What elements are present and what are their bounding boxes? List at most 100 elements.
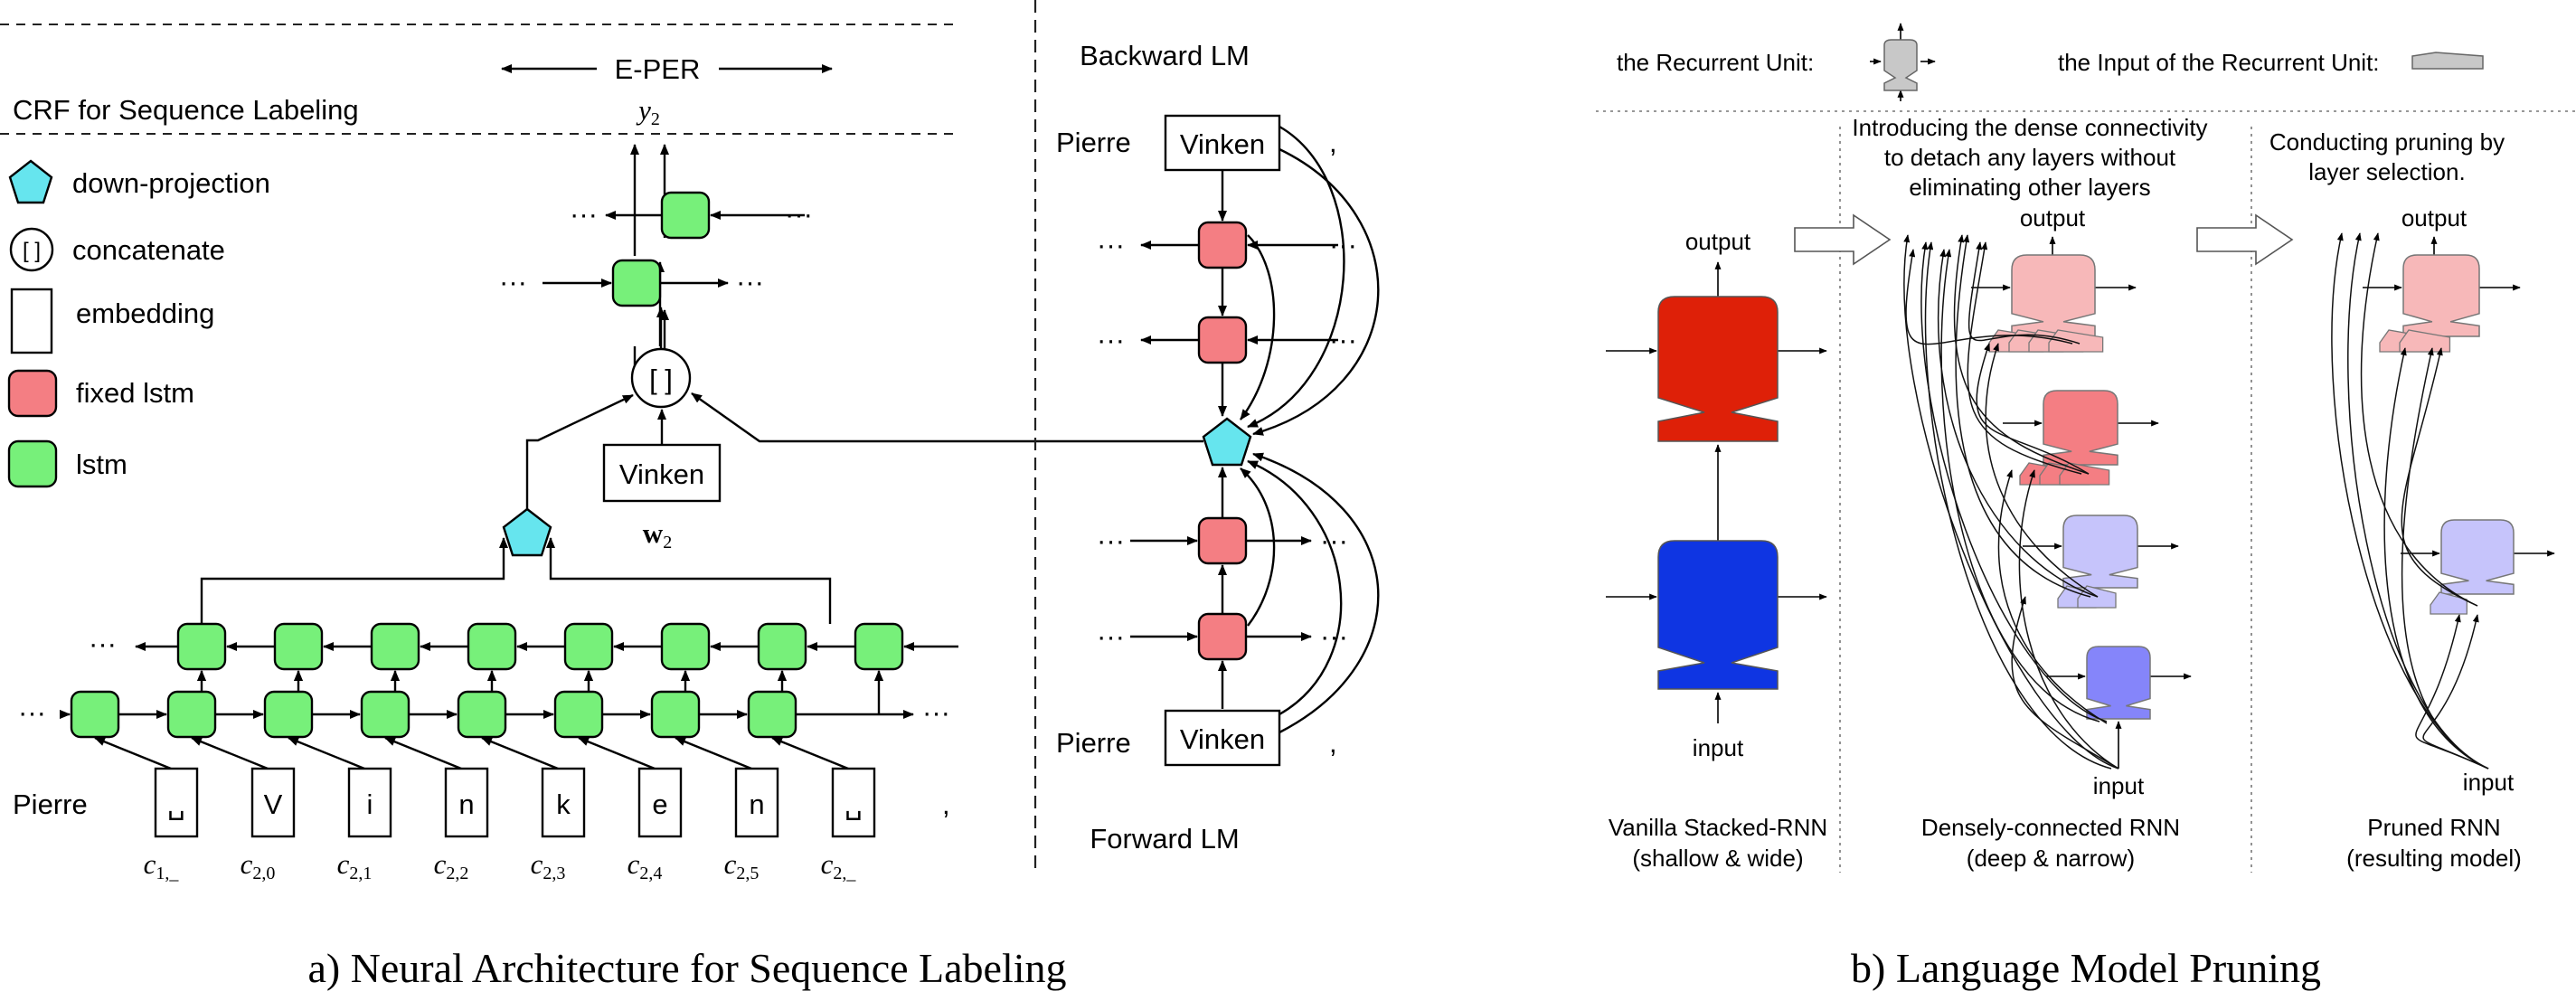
vanilla-rnn: output input Vanilla Stacked-RNN (shallo… [1606,228,1827,872]
char-embedding-text-5: e [652,789,667,820]
dense-inner-curve-4 [1976,343,2090,475]
char-embedding-text-3: n [458,789,474,820]
char-embedding-3 [444,767,489,838]
caption-b: b) Language Model Pruning [1851,945,2321,991]
dense-unit-periwinkle [2086,646,2151,720]
dense-unit-salmon [2043,390,2118,466]
legend-concatenate: concatenate [72,234,225,266]
ellipsis-flm-1-left: ··· [1097,620,1125,652]
comma-bottom: , [1329,727,1337,759]
dense-caption-1: Densely-connected RNN [1921,814,2180,841]
char-lstm-layer: ␣c1,_Vc2,0ic2,1nc2,2kc2,3ec2,4nc2,5␣c2,_… [18,537,958,883]
flm-curve-emb [1247,459,1343,716]
flm-lstm-2 [1197,516,1248,565]
panel-a: CRF for Sequence Labeling E-PER y2 down-… [0,0,1380,991]
vanilla-output-label: output [1685,228,1751,255]
char-embedding-7 [831,767,876,838]
y2-label: y2 [636,94,660,129]
legend-lstm: lstm [76,449,127,480]
forward-lm-word-box [1164,709,1281,767]
vanilla-caption-2: (shallow & wide) [1632,845,1803,872]
char-embedding-2 [347,767,392,838]
fixed-lstm-icon [7,369,58,418]
char-fw-lstm-3 [360,690,410,739]
char-label-2: c2,1 [337,848,373,883]
dense-skip-curve-3 [1940,249,2100,722]
char-fw-lstm-7 [747,690,797,739]
char-down-projection [502,507,552,557]
blm-curve-emb2 [1252,147,1380,436]
char-embedding-0 [154,767,199,838]
char-bw-lstm-5 [660,622,711,671]
pruned-rnn: output input Pruned RNN (resulting model… [2331,204,2555,872]
embedding-icon [10,288,53,354]
pruned-caption-1: Pruned RNN [2367,814,2500,841]
note-dense-2: to detach any layers without [1884,144,2176,171]
w2-label: w2 [643,517,672,552]
vanilla-caption-1: Vanilla Stacked-RNN [1609,814,1827,841]
flm-curve-emb2 [1252,452,1380,734]
dense-caption-2: (deep & narrow) [1967,845,2135,872]
pruned-skip-curve-7 [2415,614,2489,770]
lm-proj-to-concat [691,392,1203,443]
note-dense-3: eliminating other layers [1909,174,2150,201]
caption-a: a) Neural Architecture for Sequence Labe… [307,945,1066,991]
char-emb-to-bw-7 [874,670,883,681]
legend-embedding: embedding [76,297,214,329]
char-embedding-1 [250,767,296,838]
dense-unit-pink [2011,254,2096,337]
dense-inner-curve-3 [1985,343,2099,598]
dense-output-label: output [2020,204,2086,231]
dense-skip-curve-6 [1953,234,2090,475]
ellipsis-flm-2-right: ··· [1320,524,1348,556]
dense-skip-curve-7 [1967,241,2082,475]
dense-skip-curve-0 [1903,234,2119,770]
char-fw-lstm-0 [70,690,120,739]
word-lstm-backward [660,191,711,240]
backward-lm-word: Vinken [1180,128,1265,160]
backward-lm-lstms: ··· ··· ··· ··· [1097,125,1380,436]
backward-lm-title: Backward LM [1080,40,1250,71]
char-bw-lstm-0 [176,622,227,671]
char-emb-to-fw-4 [481,736,559,770]
dense-inner-curve-2 [1997,469,2108,724]
note-prune-1: Conducting pruning by [2269,128,2505,156]
char-embedding-text-7: ␣ [845,789,863,821]
char-embedding-text-2: i [367,789,373,820]
prune-transition-arrow [2196,213,2294,266]
char-fw-lstm-6 [650,690,701,739]
vanilla-blue-unit [1657,540,1779,690]
blm-curve-1 [1240,234,1276,420]
char-label-7: c2,_ [821,848,857,883]
pruned-unit-pink-input-1 [2399,329,2451,353]
char-emb-to-fw-3 [384,736,462,770]
char-emb-to-fw-0 [94,736,172,770]
char-fw-to-proj [546,537,832,624]
comma-top: , [1329,127,1337,158]
char-bw-lstm-1 [273,622,324,671]
ellipsis-fw-right: ··· [736,266,764,297]
recurrent-unit-icon [1870,23,1936,101]
char-embedding-5 [637,767,683,838]
char-embedding-6 [734,767,779,838]
flm-lstm-1 [1197,612,1248,661]
legend-recurrent-input-label: the Input of the Recurrent Unit: [2058,49,2380,76]
word-lstm-stack: ··· ··· ··· ··· [499,145,813,369]
pruned-unit-lavender [2440,519,2515,595]
char-fw-lstm-2 [263,690,314,739]
char-fw-lstm-1 [166,690,217,739]
char-bw-lstm-6 [757,622,807,671]
blm-curve-emb [1247,125,1345,429]
pruned-caption-2: (resulting model) [2346,845,2522,872]
flm-curve-1 [1240,467,1276,627]
dense-unit-lavender [2062,515,2138,589]
char-label-3: c2,2 [434,848,469,883]
forward-lm-word: Vinken [1180,723,1265,755]
char-label-4: c2,3 [531,848,566,883]
char-bw-to-proj [200,537,508,624]
vanilla-red-unit [1657,296,1779,442]
char-emb-to-fw-1 [191,736,269,770]
char-label-6: c2,5 [724,848,760,883]
ellipsis-char-fw-left: ··· [18,696,46,728]
